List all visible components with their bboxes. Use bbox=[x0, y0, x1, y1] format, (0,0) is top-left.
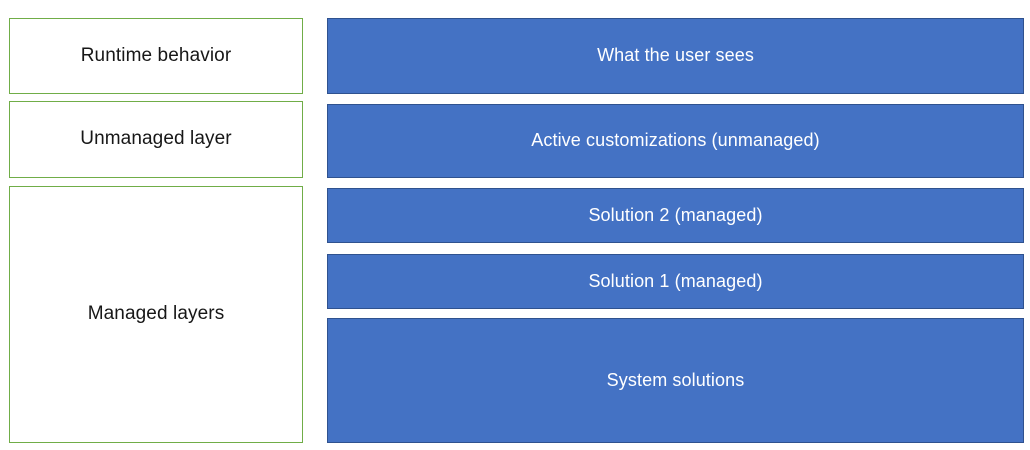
solution-bar-label: Solution 1 (managed) bbox=[588, 270, 763, 291]
solution-bar-active-customizations: Active customizations (unmanaged) bbox=[327, 104, 1024, 178]
solution-bar-system-solutions: System solutions bbox=[327, 318, 1024, 443]
layer-category-label: Managed layers bbox=[87, 303, 225, 325]
solution-bar-solution-1: Solution 1 (managed) bbox=[327, 254, 1024, 309]
layer-category-label: Unmanaged layer bbox=[80, 128, 232, 150]
solution-bar-what-the-user-sees: What the user sees bbox=[327, 18, 1024, 94]
solution-bar-label: Active customizations (unmanaged) bbox=[531, 130, 820, 151]
layer-category-managed-layers: Managed layers bbox=[9, 186, 303, 443]
solution-bar-label: What the user sees bbox=[597, 45, 754, 66]
layer-category-unmanaged-layer: Unmanaged layer bbox=[9, 101, 303, 178]
layer-category-runtime-behavior: Runtime behavior bbox=[9, 18, 303, 94]
solution-bar-label: System solutions bbox=[606, 369, 745, 390]
solution-bar-solution-2: Solution 2 (managed) bbox=[327, 188, 1024, 243]
solution-bar-label: Solution 2 (managed) bbox=[588, 204, 763, 225]
layer-category-label: Runtime behavior bbox=[80, 44, 232, 66]
